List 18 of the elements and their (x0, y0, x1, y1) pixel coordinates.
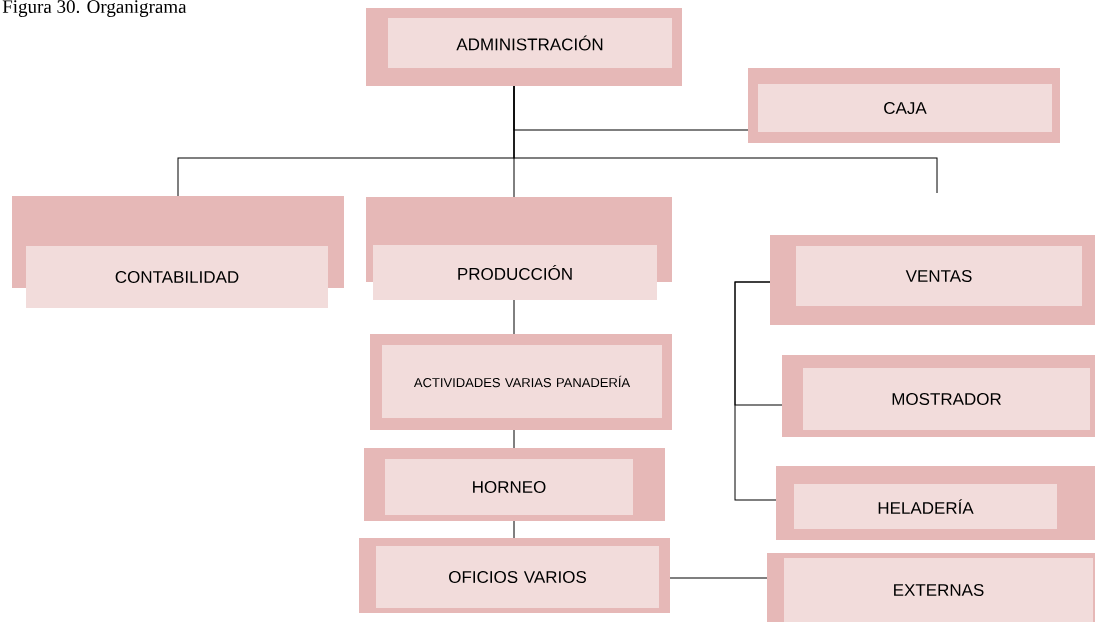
org-box: CONTABILIDAD (12, 196, 344, 308)
org-box: VENTAS (770, 235, 1095, 325)
figure-caption: Figura 30. Organigrama (2, 0, 187, 17)
connector-line (513, 429, 515, 449)
org-box: ACTIVIDADES VARIAS PANADERÍA (370, 334, 672, 430)
org-box: ADMINISTRACIÓN (366, 8, 682, 86)
connector-line (513, 520, 515, 539)
org-box: HORNEO (364, 448, 665, 521)
org-box: EXTERNAS (767, 553, 1095, 622)
org-box: MOSTRADOR (782, 355, 1095, 437)
org-box: OFICIOS VARIOS (359, 538, 670, 613)
connector-line (734, 281, 777, 501)
org-box: CAJA (748, 68, 1060, 143)
org-box: PRODUCCIÓN (366, 197, 672, 300)
connector-line (669, 577, 768, 579)
connector-line (513, 299, 515, 335)
org-box: HELADERÍA (776, 466, 1095, 540)
connector-line (513, 85, 938, 194)
